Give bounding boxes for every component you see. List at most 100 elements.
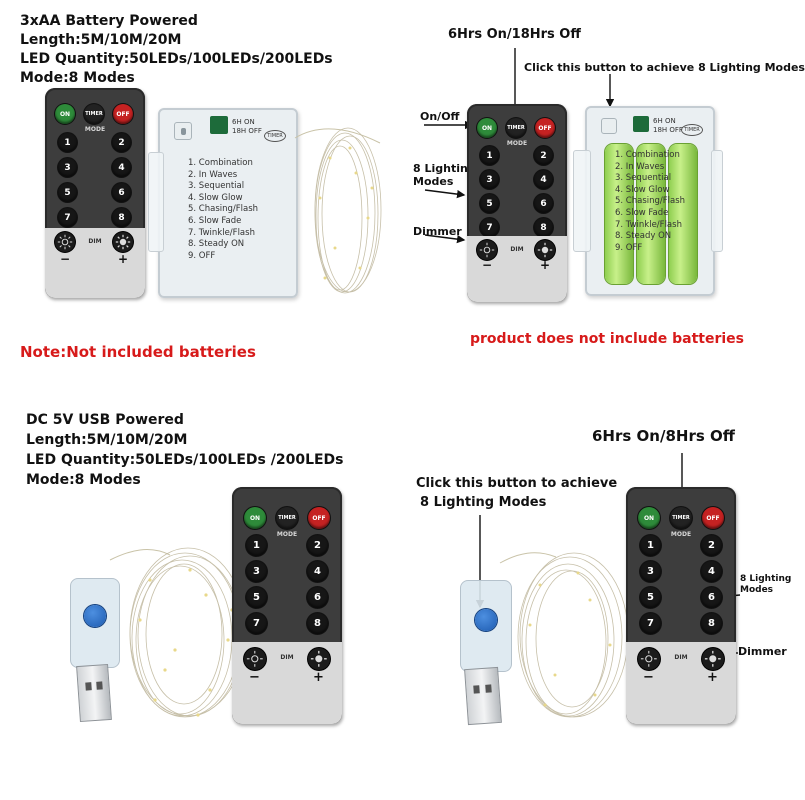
timer-tag: TIMER — [264, 130, 286, 142]
number-button-6[interactable]: 6 — [534, 194, 553, 213]
mode-item: 5. Chasing/Flash — [615, 196, 686, 207]
modes-callout: 8 Lighting Modes — [740, 574, 792, 595]
number-button-6[interactable]: 6 — [701, 587, 722, 608]
spec-led-quantity: LED Quantity:50LEDs/100LEDs /200LEDs — [26, 452, 344, 468]
on-button[interactable]: ON — [638, 507, 660, 529]
number-button-2[interactable]: 2 — [307, 535, 328, 556]
usb-plug — [76, 663, 112, 723]
number-button-2[interactable]: 2 — [534, 146, 553, 165]
remote-dimmer-panel: DIM − + — [626, 642, 736, 724]
mode-button[interactable] — [475, 609, 497, 631]
remote-control: ON TIMER OFF MODE 1 2 3 4 5 6 7 8 DIM − … — [232, 487, 342, 724]
number-button-6[interactable]: 6 — [307, 587, 328, 608]
remote-dimmer-panel: DIM − + — [467, 236, 567, 302]
number-button-8[interactable]: 8 — [112, 208, 131, 227]
sun-icon — [705, 651, 721, 667]
dim-down-button[interactable] — [244, 648, 266, 670]
sun-icon — [115, 234, 131, 250]
sun-icon — [641, 651, 657, 667]
spec-power: DC 5V USB Powered — [26, 412, 184, 428]
number-button-4[interactable]: 4 — [701, 561, 722, 582]
dim-down-button[interactable] — [55, 232, 75, 252]
number-button-3[interactable]: 3 — [480, 170, 499, 189]
off-button[interactable]: OFF — [113, 104, 133, 124]
number-button-4[interactable]: 4 — [534, 170, 553, 189]
mode-item: 9. OFF — [188, 250, 216, 261]
callout-arrows — [424, 48, 615, 244]
dim-label: DIM — [674, 654, 688, 661]
dim-up-button[interactable] — [113, 232, 133, 252]
battery-box: 6H ON 18H OFF TIMER 1. Combination 2. In… — [573, 106, 723, 296]
mode-item: 2. In Waves — [188, 169, 238, 180]
dim-down-button[interactable] — [638, 648, 660, 670]
dim-down-button[interactable] — [477, 240, 497, 260]
battery-note: Note:Not included batteries — [20, 343, 256, 361]
timer-switch[interactable] — [633, 116, 649, 132]
mode-item: 8. Steady ON — [615, 231, 672, 242]
number-button-1[interactable]: 1 — [58, 133, 77, 152]
number-button-5[interactable]: 5 — [640, 587, 661, 608]
spec-list-battery: 3xAA Battery Powered Length:5M/10M/20M L… — [20, 12, 333, 88]
sun-icon — [57, 234, 73, 250]
number-button-7[interactable]: 7 — [640, 613, 661, 634]
spec-power: 3xAA Battery Powered — [20, 13, 198, 29]
timer-button[interactable]: TIMER — [506, 118, 526, 138]
number-button-1[interactable]: 1 — [480, 146, 499, 165]
minus-sign: − — [482, 258, 493, 272]
number-button-2[interactable]: 2 — [701, 535, 722, 556]
led-wire-coil — [499, 552, 629, 718]
number-button-4[interactable]: 4 — [112, 158, 131, 177]
power-switch[interactable] — [601, 118, 617, 134]
mode-label: MODE — [84, 126, 106, 133]
on-button[interactable]: ON — [477, 118, 497, 138]
sun-icon — [247, 651, 263, 667]
number-button-7[interactable]: 7 — [480, 218, 499, 237]
aa-battery — [669, 144, 697, 284]
timer-button[interactable]: TIMER — [670, 507, 692, 529]
number-button-5[interactable]: 5 — [246, 587, 267, 608]
off-button[interactable]: OFF — [535, 118, 555, 138]
dim-up-button[interactable] — [308, 648, 330, 670]
number-button-5[interactable]: 5 — [58, 183, 77, 202]
mode-label: MODE — [506, 140, 528, 147]
number-button-5[interactable]: 5 — [480, 194, 499, 213]
mode-item: 5. Chasing/Flash — [188, 204, 259, 215]
spec-list-usb: DC 5V USB Powered Length:5M/10M/20M LED … — [26, 410, 344, 490]
off-button[interactable]: OFF — [702, 507, 724, 529]
on-button[interactable]: ON — [55, 104, 75, 124]
number-button-7[interactable]: 7 — [58, 208, 77, 227]
number-button-8[interactable]: 8 — [701, 613, 722, 634]
remote-control: ON TIMER OFF MODE 1 2 3 4 5 6 7 8 DIM − … — [626, 487, 736, 724]
number-button-1[interactable]: 1 — [246, 535, 267, 556]
dimmer-callout: Dimmer — [738, 645, 787, 658]
dim-up-button[interactable] — [702, 648, 724, 670]
switch-label-off: 18H OFF — [232, 127, 262, 135]
number-button-7[interactable]: 7 — [246, 613, 267, 634]
number-button-1[interactable]: 1 — [640, 535, 661, 556]
number-button-3[interactable]: 3 — [58, 158, 77, 177]
number-button-2[interactable]: 2 — [112, 133, 131, 152]
mode-item: 2. In Waves — [615, 161, 665, 172]
button-callout: Click this button to achieve 8 Lighting … — [524, 61, 805, 74]
number-button-3[interactable]: 3 — [640, 561, 661, 582]
power-switch[interactable] — [174, 122, 192, 140]
dim-up-button[interactable] — [535, 240, 555, 260]
mode-item: 1. Combination — [615, 150, 680, 160]
number-button-3[interactable]: 3 — [246, 561, 267, 582]
spec-mode: Mode:8 Modes — [20, 70, 135, 86]
number-button-8[interactable]: 8 — [307, 613, 328, 634]
number-button-6[interactable]: 6 — [112, 183, 131, 202]
button-callout-line-1: Click this button to achieve — [416, 476, 618, 491]
timer-button[interactable]: TIMER — [276, 507, 298, 529]
on-button[interactable]: ON — [244, 507, 266, 529]
remote-dimmer-panel: DIM − + — [232, 642, 342, 724]
minus-sign: − — [60, 252, 71, 266]
off-button[interactable]: OFF — [308, 507, 330, 529]
timer-button[interactable]: TIMER — [84, 104, 104, 124]
onoff-callout: On/Off — [420, 110, 460, 123]
number-button-4[interactable]: 4 — [307, 561, 328, 582]
mode-item: 6. Slow Fade — [188, 215, 242, 226]
timer-switch[interactable] — [210, 116, 228, 134]
mode-button[interactable] — [84, 605, 106, 627]
number-button-8[interactable]: 8 — [534, 218, 553, 237]
